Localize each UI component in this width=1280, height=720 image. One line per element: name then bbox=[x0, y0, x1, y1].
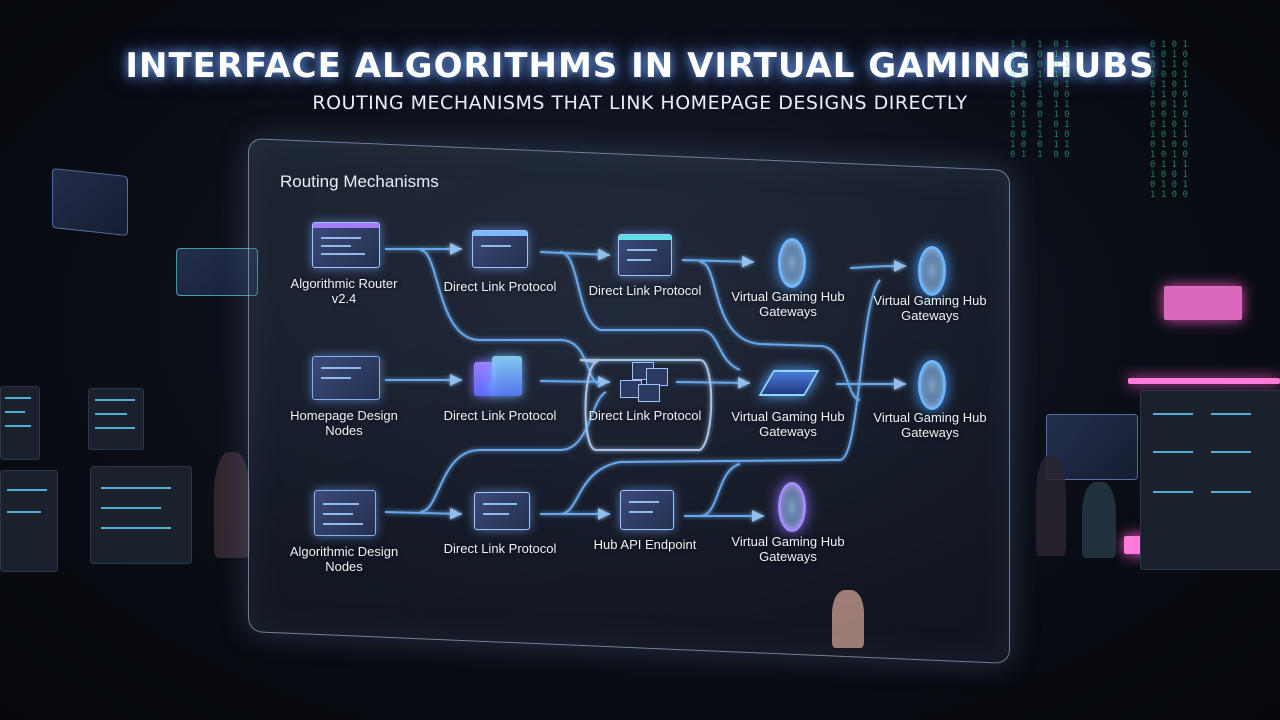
label-vgh-col5-row2: Virtual Gaming Hub Gateways bbox=[873, 410, 987, 440]
subtitle: ROUTING MECHANISMS THAT LINK HOMEPAGE DE… bbox=[312, 92, 968, 114]
label-dlp-col3-row1: Direct Link Protocol bbox=[588, 283, 702, 298]
grid-blocks-icon bbox=[620, 362, 670, 402]
server-console-left-2 bbox=[0, 470, 58, 572]
label-dlp-col2-row1: Direct Link Protocol bbox=[443, 279, 557, 294]
router-window-icon bbox=[312, 222, 380, 268]
label-dlp-col2-row2: Direct Link Protocol bbox=[443, 408, 557, 423]
panel-title: Routing Mechanisms bbox=[280, 172, 439, 191]
gateway-portal-icon-2 bbox=[778, 482, 806, 532]
direct-link-window-icon-3 bbox=[474, 492, 530, 530]
label-dlp-col2-row3: Direct Link Protocol bbox=[443, 541, 557, 556]
label-dlp-col3-row2: Direct Link Protocol bbox=[588, 408, 702, 423]
gateway-platform-icon bbox=[758, 366, 820, 400]
floating-screen-left-2 bbox=[176, 248, 258, 296]
main-title: INTERFACE ALGORITHMS IN VIRTUAL GAMING H… bbox=[125, 46, 1155, 86]
label-hub-api-endpoint: Hub API Endpoint bbox=[593, 537, 697, 552]
label-vgh-col4-row1: Virtual Gaming Hub Gateways bbox=[731, 289, 845, 319]
direct-link-window-icon-4 bbox=[618, 234, 672, 276]
matrix-rain-right: 1 0 1 0 1 0 1 0 1 0 1 1 0 0 1 0 0 1 1 0 … bbox=[1010, 40, 1070, 160]
gateway-portal-icon-4 bbox=[918, 360, 946, 410]
pink-strip-top-right bbox=[1128, 378, 1280, 384]
label-algorithmic-router: Algorithmic Router v2.4 bbox=[290, 276, 398, 306]
pink-sign-right bbox=[1164, 286, 1242, 320]
label-algorithmic-design-nodes: Algorithmic Design Nodes bbox=[289, 544, 399, 574]
homepage-window-icon bbox=[312, 356, 380, 400]
server-rack-left-2 bbox=[88, 388, 144, 450]
cube-stack-icon bbox=[474, 356, 524, 402]
gateway-portal-icon-3 bbox=[918, 246, 946, 296]
person-silhouette-left bbox=[214, 452, 250, 558]
direct-link-window-icon-1 bbox=[472, 230, 528, 268]
person-silhouette-right-2 bbox=[1082, 482, 1116, 558]
person-silhouette-right bbox=[1036, 456, 1066, 556]
avatar-figure-bottom bbox=[832, 590, 864, 648]
api-endpoint-window-icon bbox=[620, 490, 674, 530]
design-window-icon bbox=[314, 490, 376, 536]
label-vgh-col4-row3: Virtual Gaming Hub Gateways bbox=[731, 534, 845, 564]
label-homepage-design-nodes: Homepage Design Nodes bbox=[290, 408, 398, 438]
gateway-portal-icon-1 bbox=[778, 238, 806, 288]
floating-screen-left bbox=[52, 168, 128, 236]
matrix-rain-right-2: 0 1 0 1 1 0 1 0 0 1 1 0 1 0 0 1 0 1 0 1 … bbox=[1150, 40, 1188, 200]
label-vgh-col5-row1: Virtual Gaming Hub Gateways bbox=[873, 293, 987, 323]
server-rack-right bbox=[1140, 390, 1280, 570]
label-vgh-col4-row2: Virtual Gaming Hub Gateways bbox=[731, 409, 845, 439]
server-rack-left-1 bbox=[0, 386, 40, 460]
server-console-left bbox=[90, 466, 192, 564]
